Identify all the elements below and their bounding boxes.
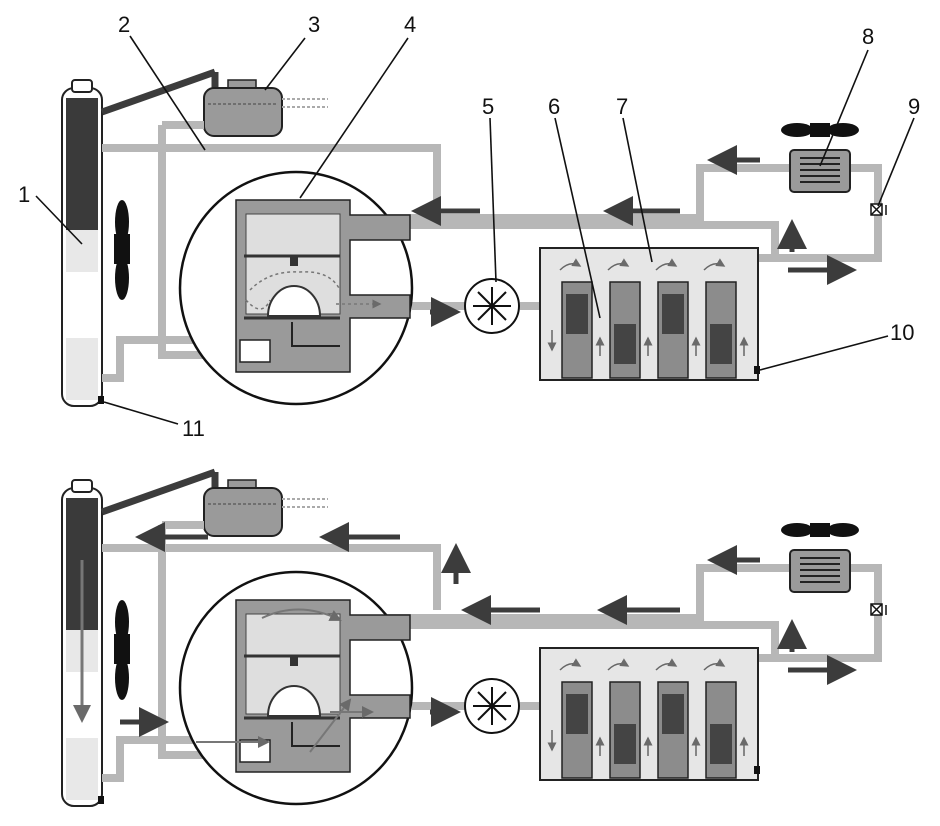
leader-9	[877, 117, 915, 207]
leader-11	[103, 401, 179, 425]
bottom-panel	[62, 472, 886, 806]
leader-5	[489, 117, 497, 283]
callout-9: 9	[908, 94, 920, 119]
leader-10	[759, 335, 889, 371]
top-panel	[62, 72, 886, 406]
callout-leaders	[35, 35, 915, 425]
callout-10: 10	[890, 320, 914, 345]
callout-2: 2	[118, 12, 130, 37]
leader-8	[819, 49, 869, 167]
leader-4	[299, 37, 409, 199]
callout-8: 8	[862, 24, 874, 49]
leader-7	[622, 117, 653, 263]
leader-1	[35, 195, 83, 245]
leader-3	[264, 37, 306, 91]
bottom-thermostat-flow	[196, 608, 374, 753]
callout-4: 4	[404, 12, 416, 37]
top-thermostat-flow	[245, 271, 382, 310]
callout-11: 11	[182, 416, 205, 441]
callout-labels: 1 2 3 4 5 6 7 8 9 10 11	[18, 12, 920, 441]
leader-2	[129, 35, 206, 151]
bottom-flow-arrows	[120, 522, 680, 737]
leader-6	[554, 117, 601, 319]
callout-5: 5	[482, 94, 494, 119]
callout-6: 6	[548, 94, 560, 119]
callout-1: 1	[18, 182, 30, 207]
callout-3: 3	[308, 12, 320, 37]
callout-7: 7	[616, 94, 628, 119]
